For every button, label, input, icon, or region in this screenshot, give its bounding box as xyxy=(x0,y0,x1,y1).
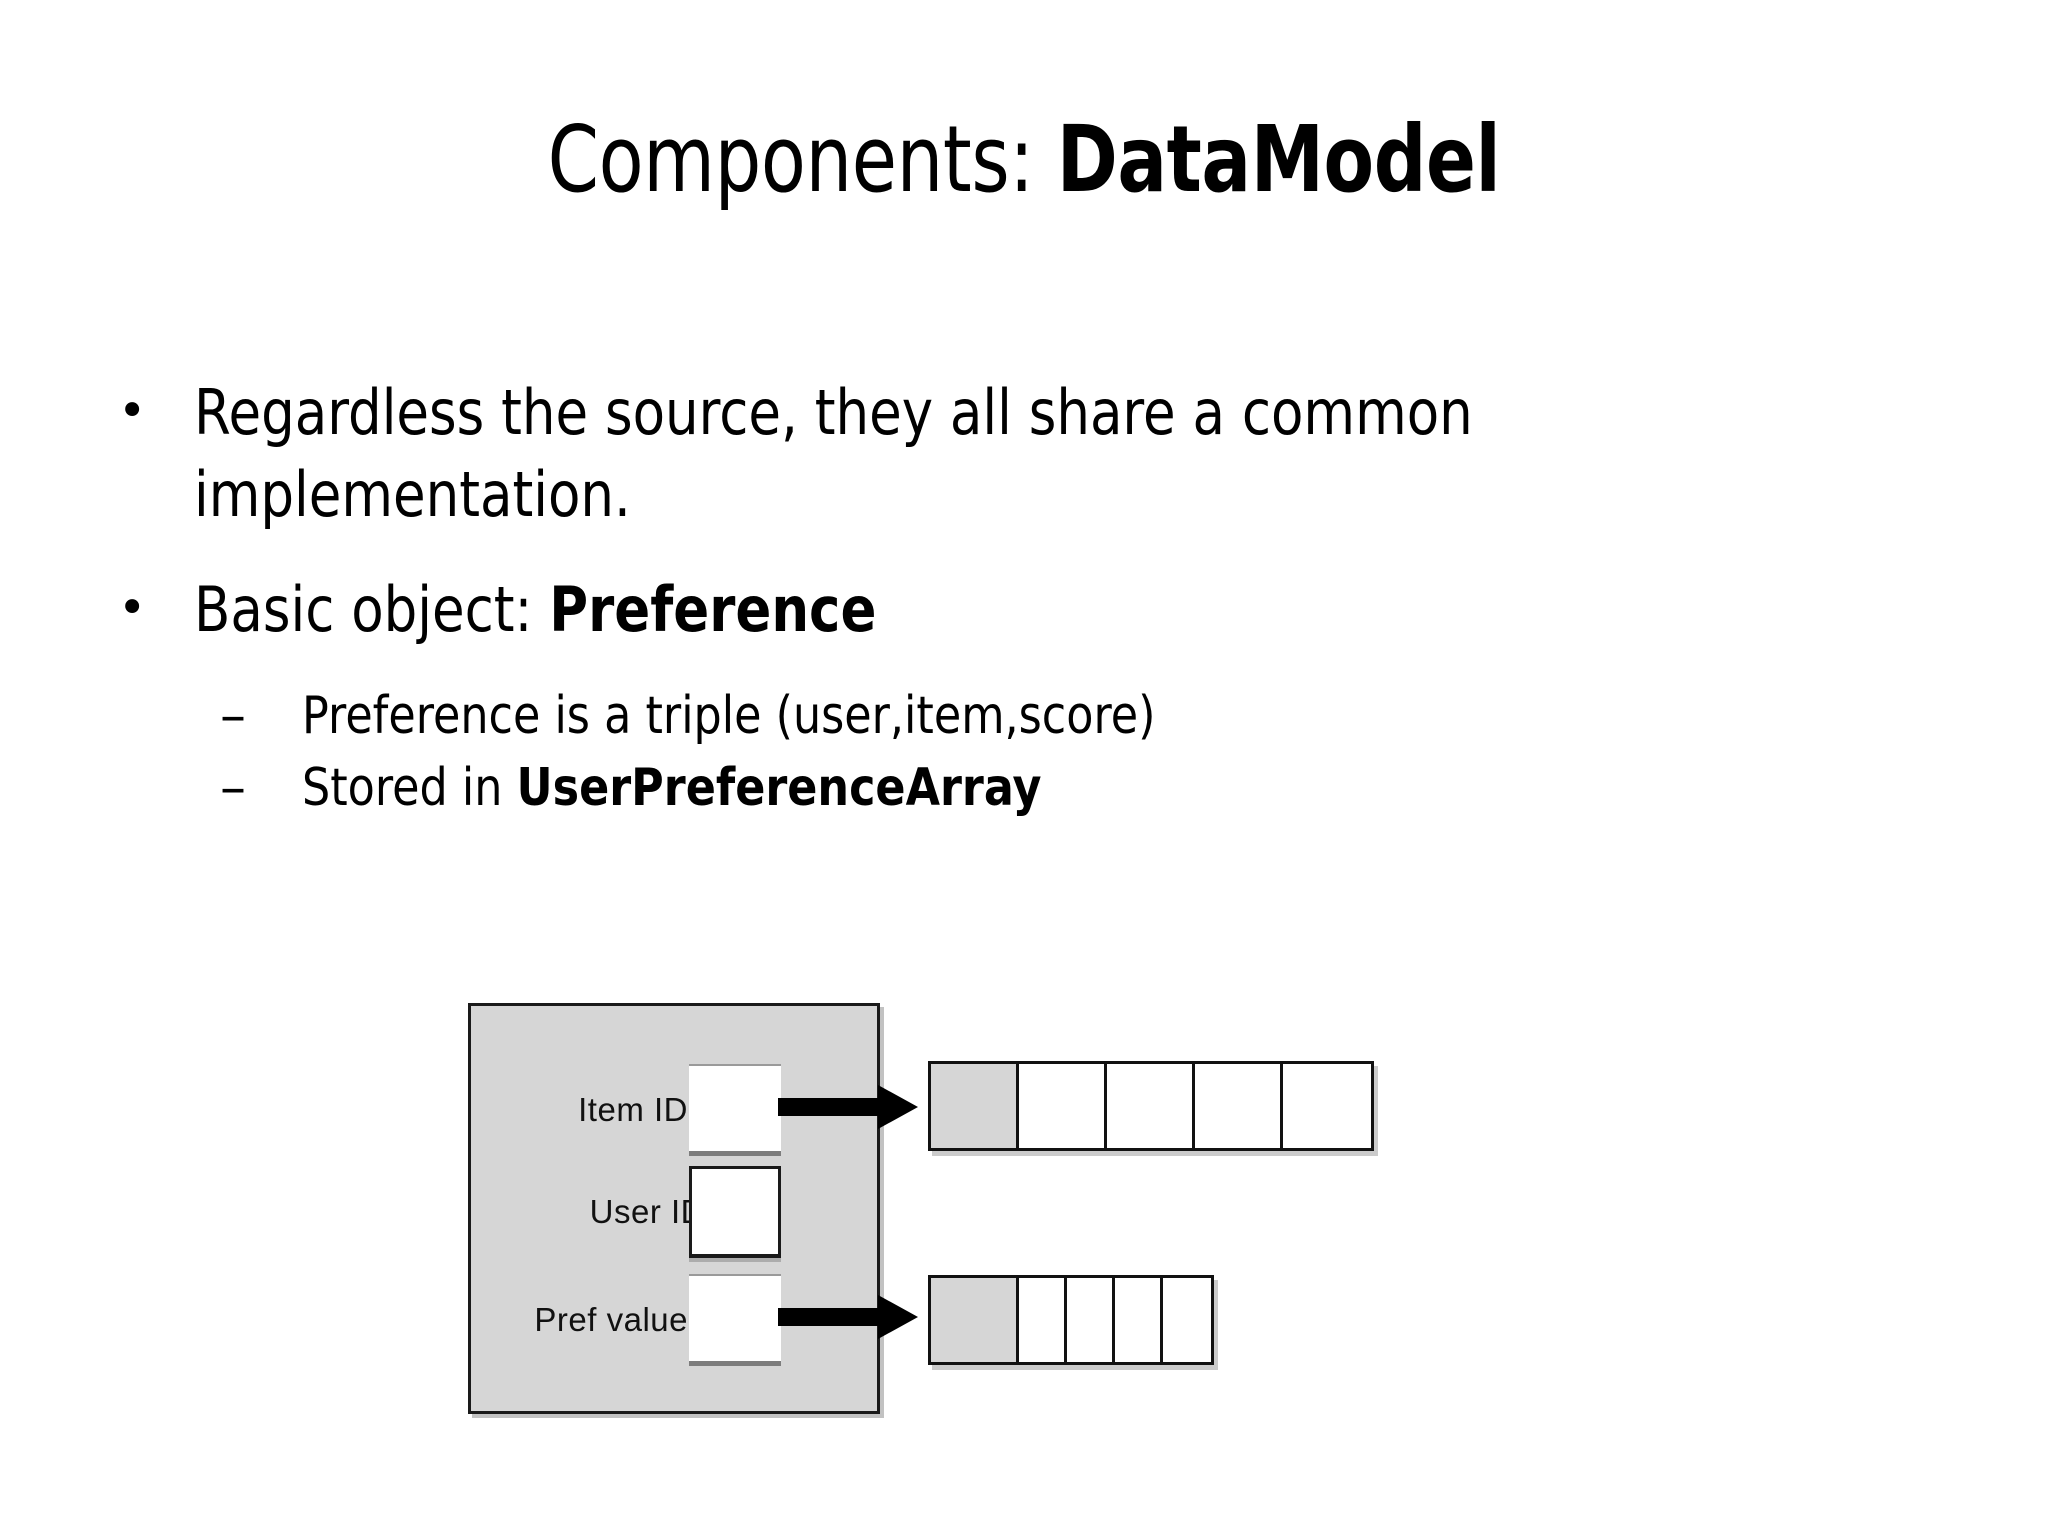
slot-label-item-ids: Item IDs xyxy=(578,1091,705,1128)
array-cell xyxy=(1283,1064,1371,1148)
slot-box-pref-values xyxy=(689,1274,781,1366)
page-title: Components: DataModel xyxy=(205,111,1843,209)
array-cell xyxy=(1019,1278,1067,1362)
slot-row-pref-values: Pref values xyxy=(471,1274,883,1366)
sub-bullet-item-1: – Preference is a triple (user,item,scor… xyxy=(112,683,1732,751)
slot-box-item-ids xyxy=(689,1064,781,1156)
array-cell xyxy=(1115,1278,1163,1362)
item-ids-array xyxy=(928,1061,1374,1151)
bullet-item-1: • Regardless the source, they all share … xyxy=(112,372,1732,537)
slot-row-item-ids: Item IDs xyxy=(471,1064,883,1156)
page-title-prefix: Components: xyxy=(547,106,1057,213)
sub-bullet-text-2-bold: UserPreferenceArray xyxy=(516,757,1042,818)
array-cell xyxy=(1019,1064,1107,1148)
bullet-marker-dot: • xyxy=(118,579,147,636)
slot-box-user-id xyxy=(689,1166,781,1258)
bullet-marker-dash: – xyxy=(220,757,246,818)
bullet-text-2: Basic object: Preference xyxy=(194,569,1733,651)
sub-bullet-text-2-prefix: Stored in xyxy=(302,757,517,818)
sub-bullet-item-2: – Stored in UserPreferenceArray xyxy=(112,755,1732,823)
sub-bullet-text-2: Stored in UserPreferenceArray xyxy=(302,755,1732,823)
user-preference-array-diagram: Item IDs User ID Pref values xyxy=(468,1003,1468,1423)
array-cell xyxy=(1107,1064,1195,1148)
bullet-marker-dot: • xyxy=(118,383,147,439)
bullet-text-2-prefix: Basic object: xyxy=(194,572,550,646)
array-cell xyxy=(1163,1278,1211,1362)
page-title-emphasis: DataModel xyxy=(1056,106,1501,213)
slot-label-user-id: User ID xyxy=(589,1193,705,1230)
preference-container-box: Item IDs User ID Pref values xyxy=(468,1003,880,1414)
array-cell xyxy=(1067,1278,1115,1362)
bullet-marker-dash: – xyxy=(220,686,246,747)
bullet-item-2: • Basic object: Preference xyxy=(112,569,1732,651)
slot-row-user-id: User ID xyxy=(471,1166,883,1258)
array-cell xyxy=(931,1064,1019,1148)
bullet-text-2-bold: Preference xyxy=(549,572,877,646)
bullet-text-1: Regardless the source, they all share a … xyxy=(194,376,1473,532)
pref-values-array xyxy=(928,1275,1214,1365)
slot-label-pref-values: Pref values xyxy=(534,1301,705,1338)
array-cell xyxy=(931,1278,1019,1362)
bullet-list: • Regardless the source, they all share … xyxy=(112,372,1732,827)
array-cell xyxy=(1195,1064,1283,1148)
sub-bullet-text-1: Preference is a triple (user,item,score) xyxy=(302,686,1156,747)
